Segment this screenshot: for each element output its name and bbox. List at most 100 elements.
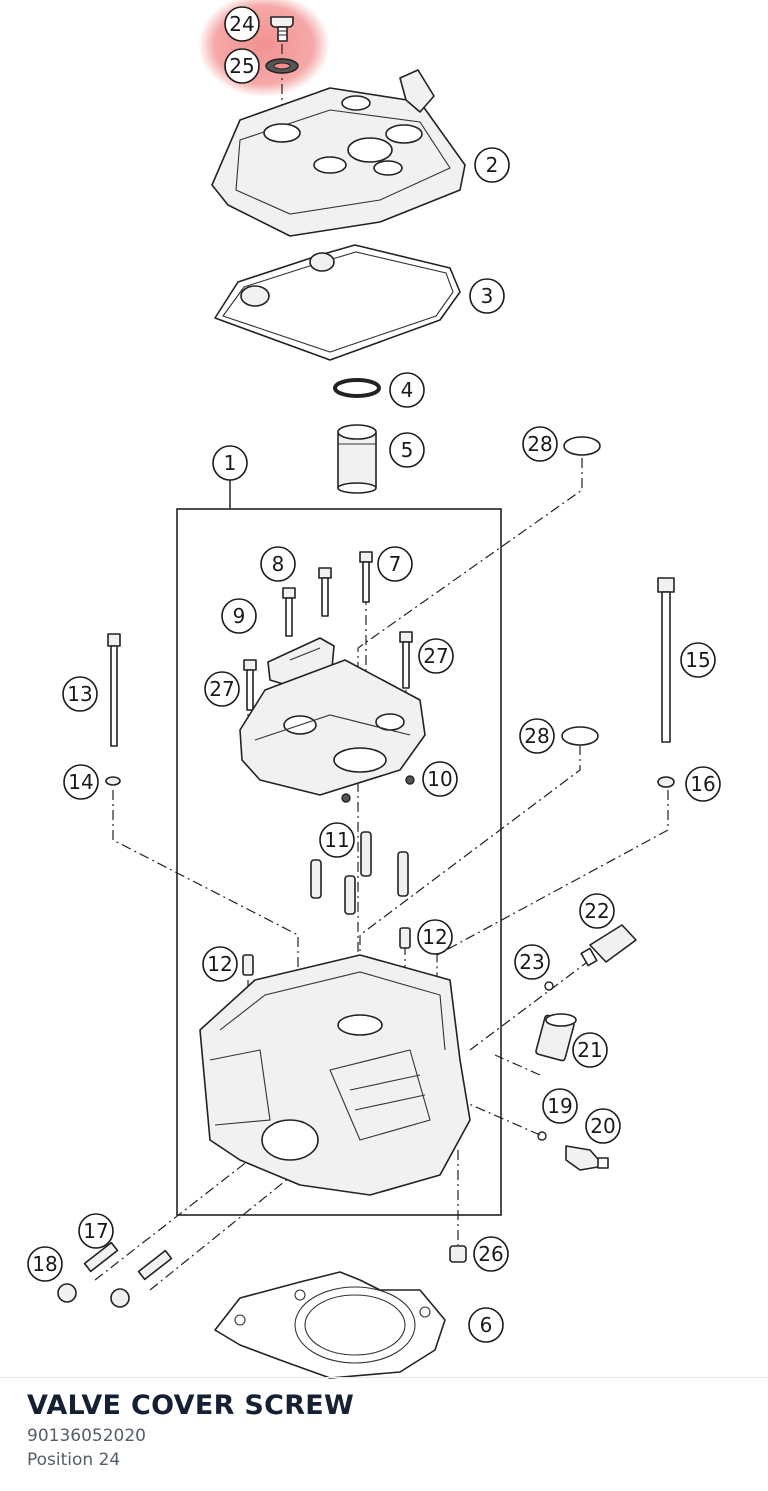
- callout-23[interactable]: 23: [514, 944, 550, 980]
- callout-label-22: 22: [584, 899, 609, 923]
- bolt-part-8[interactable]: [282, 567, 332, 637]
- callout-15[interactable]: 15: [680, 642, 716, 678]
- cylinder-head[interactable]: [199, 954, 471, 1196]
- callout-label-17: 17: [83, 1219, 108, 1243]
- o-ring-part-4[interactable]: [333, 378, 381, 398]
- callout-label-10: 10: [427, 767, 452, 791]
- callout-8[interactable]: 8: [260, 546, 296, 582]
- callout-label-4: 4: [401, 378, 414, 402]
- callout-label-12-right: 12: [422, 925, 447, 949]
- callout-label-2: 2: [486, 153, 499, 177]
- callout-20[interactable]: 20: [585, 1108, 621, 1144]
- callout-label-28-top: 28: [527, 432, 552, 456]
- callout-label-16: 16: [690, 772, 715, 796]
- dowel-pin-part-12-left[interactable]: [242, 954, 254, 976]
- screw-part-10[interactable]: [341, 775, 415, 803]
- callout-1[interactable]: 1: [212, 445, 248, 481]
- callout-label-18: 18: [32, 1252, 57, 1276]
- callout-28-bottom[interactable]: 28: [519, 718, 555, 754]
- callout-label-5: 5: [401, 438, 414, 462]
- selection-highlight: [198, 0, 330, 97]
- valve-cover-gasket-part-3[interactable]: [214, 244, 461, 361]
- callout-label-1: 1: [224, 451, 237, 475]
- callout-11[interactable]: 11: [319, 822, 355, 858]
- pin-part-17-b[interactable]: [137, 1249, 173, 1281]
- part-name: VALVE COVER SCREW: [27, 1390, 355, 1421]
- pin-part-17-a[interactable]: [83, 1241, 119, 1273]
- head-gasket-part-6[interactable]: [214, 1271, 446, 1379]
- callout-label-23: 23: [519, 950, 544, 974]
- callout-label-19: 19: [547, 1094, 572, 1118]
- seal-part-23[interactable]: [544, 981, 554, 991]
- camshaft-carrier[interactable]: [239, 659, 426, 796]
- callout-9[interactable]: 9: [221, 598, 257, 634]
- callout-16[interactable]: 16: [685, 766, 721, 802]
- callout-label-14: 14: [68, 770, 93, 794]
- callout-label-3: 3: [481, 284, 494, 308]
- callout-5[interactable]: 5: [389, 432, 425, 468]
- callout-26[interactable]: 26: [473, 1236, 509, 1272]
- callout-27-left[interactable]: 27: [204, 671, 240, 707]
- callout-27-right[interactable]: 27: [418, 638, 454, 674]
- sensor-part-20[interactable]: [565, 1145, 609, 1171]
- info-divider: [0, 1377, 768, 1378]
- callout-label-28-bottom: 28: [524, 724, 549, 748]
- washer-part-14[interactable]: [105, 776, 121, 786]
- callout-7[interactable]: 7: [377, 546, 413, 582]
- callout-label-7: 7: [389, 552, 402, 576]
- callout-label-6: 6: [480, 1313, 493, 1337]
- callout-label-12-left: 12: [207, 952, 232, 976]
- bolt-part-7[interactable]: [359, 551, 373, 603]
- cap-part-26[interactable]: [449, 1245, 467, 1263]
- callout-label-8: 8: [272, 552, 285, 576]
- callout-label-9: 9: [233, 604, 246, 628]
- callout-10[interactable]: 10: [422, 761, 458, 797]
- callout-3[interactable]: 3: [469, 278, 505, 314]
- o-ring-part-28-bottom[interactable]: [561, 726, 599, 746]
- sensor-part-22[interactable]: [580, 924, 637, 967]
- assembly-frame: [176, 508, 502, 1216]
- valve-cover-screw-part-24[interactable]: [270, 16, 294, 42]
- callout-label-11: 11: [324, 828, 349, 852]
- valve-guides-part-11[interactable]: [310, 831, 409, 915]
- seal-part-19[interactable]: [537, 1131, 547, 1141]
- part-position: Position 24: [27, 1450, 121, 1470]
- spark-plug-sleeve-part-5[interactable]: [337, 424, 377, 494]
- callout-17[interactable]: 17: [78, 1213, 114, 1249]
- exploded-parts-diagram: 24 25 2 3 4 5 1 28 8 7 9 27 27 13 15 14 …: [27, 0, 721, 1379]
- callout-label-25: 25: [229, 54, 254, 78]
- callout-label-27-right: 27: [423, 644, 448, 668]
- callout-label-21: 21: [577, 1038, 602, 1062]
- part-number: 90136052020: [27, 1426, 146, 1446]
- callout-28-top[interactable]: 28: [522, 426, 558, 462]
- long-bolt-part-13[interactable]: [107, 633, 121, 747]
- dowel-pin-part-12-right[interactable]: [399, 927, 411, 949]
- callout-6[interactable]: 6: [468, 1307, 504, 1343]
- callout-21[interactable]: 21: [572, 1032, 608, 1068]
- callout-24[interactable]: 24: [224, 6, 260, 42]
- callout-14[interactable]: 14: [63, 764, 99, 800]
- callout-19[interactable]: 19: [542, 1088, 578, 1124]
- seal-ring-part-25[interactable]: [265, 58, 299, 74]
- callout-2[interactable]: 2: [474, 147, 510, 183]
- long-bolt-part-15[interactable]: [657, 577, 675, 743]
- callout-label-13: 13: [67, 682, 92, 706]
- callout-12-right[interactable]: 12: [417, 919, 453, 955]
- o-ring-part-28-top[interactable]: [563, 436, 601, 456]
- plug-part-18[interactable]: [57, 1283, 130, 1308]
- callout-label-20: 20: [590, 1114, 615, 1138]
- callout-4[interactable]: 4: [389, 372, 425, 408]
- callout-18[interactable]: 18: [27, 1246, 63, 1282]
- callout-label-27-left: 27: [209, 677, 234, 701]
- valve-cover-part-2[interactable]: [211, 69, 466, 237]
- callout-22[interactable]: 22: [579, 893, 615, 929]
- sleeve-part-21[interactable]: [535, 1013, 577, 1062]
- callout-12-left[interactable]: 12: [202, 946, 238, 982]
- washer-part-16[interactable]: [657, 776, 675, 788]
- callout-label-24: 24: [229, 12, 254, 36]
- callout-label-15: 15: [685, 648, 710, 672]
- bolt-part-27[interactable]: [243, 631, 413, 711]
- callout-25[interactable]: 25: [224, 48, 260, 84]
- callout-13[interactable]: 13: [62, 676, 98, 712]
- selected-part-info: VALVE COVER SCREW 90136052020 Position 2…: [27, 1388, 747, 1472]
